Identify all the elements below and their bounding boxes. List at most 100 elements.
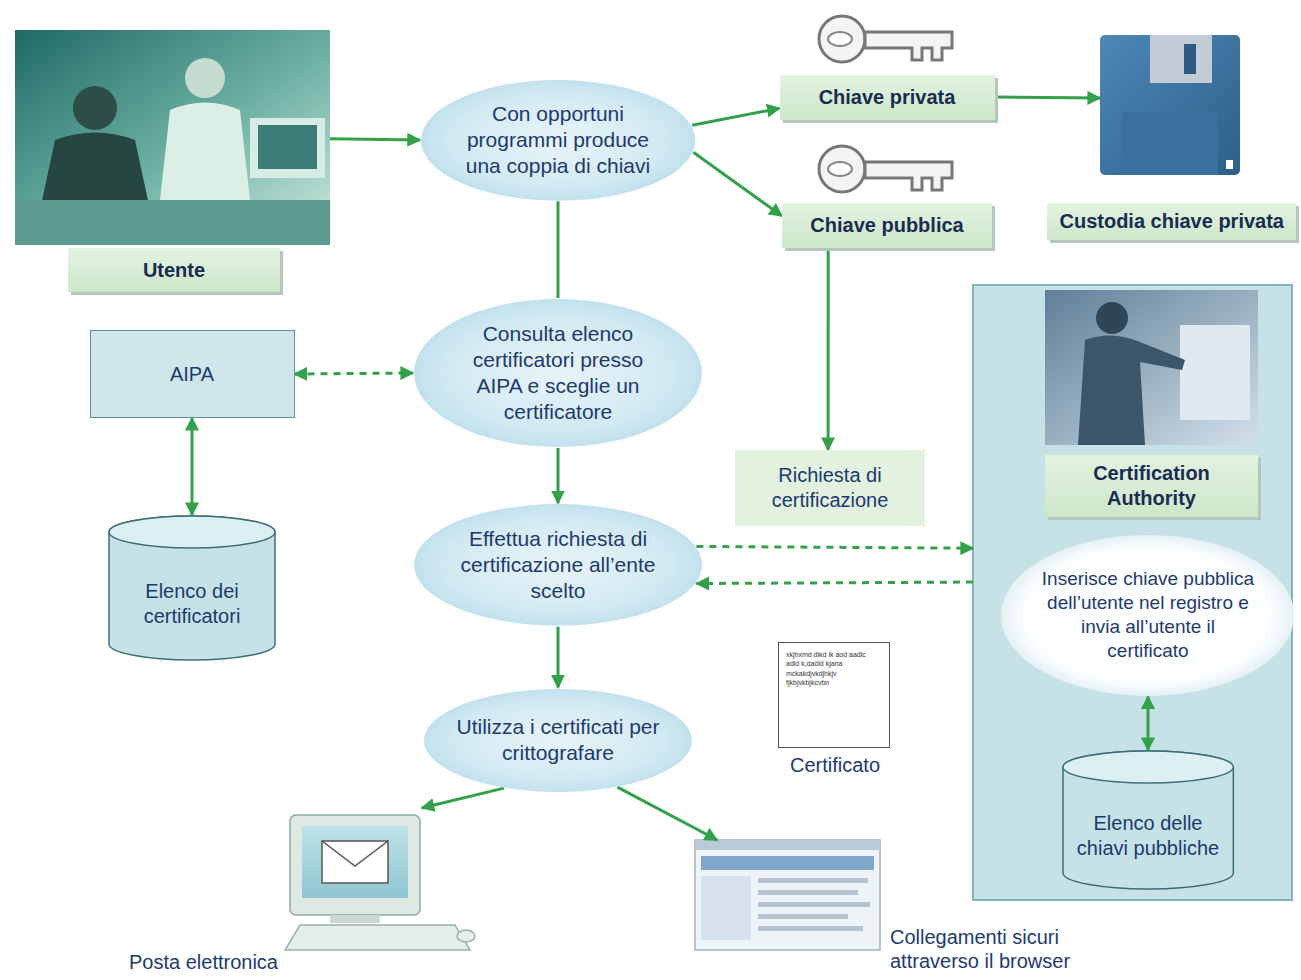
key-label: Chiave privata	[819, 85, 956, 110]
user-label: Utente	[68, 248, 280, 292]
database-cylinder: Elenco dei certificatori	[108, 515, 276, 661]
key-hole	[828, 162, 852, 176]
floppy-disk	[1100, 35, 1240, 175]
screen	[302, 826, 408, 898]
browser-line	[758, 890, 858, 895]
ca-photo	[1045, 290, 1258, 445]
floppy-notch	[1226, 160, 1233, 169]
browser-frame	[695, 840, 880, 950]
key-label: Chiave pubblica	[810, 213, 963, 238]
flow-arrow	[422, 788, 504, 808]
key-shaft	[865, 32, 952, 60]
browser-line	[758, 878, 868, 883]
key-head	[819, 146, 865, 192]
flow-arrow	[692, 108, 779, 125]
panel-heading: Certification Authority	[1045, 455, 1258, 517]
photo-body	[160, 103, 250, 201]
database-text: Elenco dei certificatori	[122, 579, 262, 629]
ellipse-outline	[414, 299, 702, 447]
flow-arrow	[556, 627, 559, 688]
certificate-body: xkjhxmd dikd lk aod aadlc adld k,daöld k…	[786, 650, 878, 688]
box-text: Richiesta di certificazione	[745, 463, 915, 513]
key-icon	[819, 146, 952, 192]
step-text: Utilizza i certificati per crittografare	[451, 714, 666, 767]
ellipse-outline	[421, 80, 695, 201]
dashed-arrow	[295, 373, 414, 374]
step-ellipse: Con opportuni programmi produce una copp…	[420, 79, 696, 202]
browser-figure: Collegamenti sicuri attraverso il browse…	[695, 840, 880, 950]
flow-arrow	[556, 201, 559, 298]
key-box: Chiave pubblica	[782, 203, 992, 248]
ca-head	[1096, 302, 1128, 334]
request-box: Richiesta di certificazione	[735, 450, 925, 526]
computer-icon	[285, 815, 475, 950]
monitor-stand	[330, 915, 380, 923]
ellipse-outline	[424, 689, 692, 792]
shape-outline	[423, 688, 693, 793]
database-text: Elenco delle chiavi pubbliche	[1073, 811, 1223, 861]
key-head	[819, 16, 865, 62]
mouse	[457, 930, 475, 942]
ca-body	[1078, 335, 1185, 445]
step-ellipse: Inserisce chiave pubblica dell’utente ne…	[1000, 534, 1295, 697]
flow-arrow	[617, 787, 717, 840]
user-figure: Utente	[15, 30, 330, 292]
figure-caption: Collegamenti sicuri attraverso il browse…	[890, 925, 1135, 973]
browser-banner	[701, 856, 874, 870]
photo-body	[40, 133, 150, 211]
dashed-arrow	[696, 582, 973, 583]
authority-panel: Inserisce chiave pubblica dell’utente ne…	[973, 285, 1292, 900]
browser-window	[695, 840, 880, 950]
photo-head	[73, 86, 117, 130]
cylinder-top	[109, 516, 275, 548]
photo-screen	[258, 125, 317, 169]
cylinder-outline	[1063, 751, 1233, 889]
key-box: Chiave privata	[780, 75, 995, 120]
step-ellipse: Utilizza i certificati per crittografare	[423, 688, 693, 793]
flow-arrow	[330, 139, 420, 140]
floppy-shutter	[1150, 35, 1212, 83]
envelope	[322, 841, 388, 883]
step-text: Con opportuni programmi produce una copp…	[455, 101, 660, 180]
photo-desk	[15, 200, 330, 245]
envelope-flap	[322, 841, 388, 866]
figure-caption: Posta elettronica	[88, 950, 278, 974]
database-cylinder: Elenco delle chiavi pubbliche	[1062, 750, 1234, 890]
flow-arrow	[827, 248, 830, 451]
keyboard	[285, 925, 470, 950]
browser-bar	[695, 840, 880, 850]
browser-line	[758, 926, 863, 931]
shape-outline	[413, 298, 703, 448]
cylinder-top	[1063, 751, 1233, 783]
flow-arrow	[1146, 696, 1149, 750]
step-ellipse: Effettua richiesta di certificazione all…	[413, 503, 703, 627]
step-text: Consulta elenco certificatori presso AIP…	[453, 321, 663, 426]
cylinder-body	[109, 516, 275, 660]
photo-ground	[15, 30, 330, 245]
email-computer: Posta elettronica	[285, 808, 475, 955]
step-ellipse: Consulta elenco certificatori presso AIP…	[413, 298, 703, 448]
cylinder-body	[1063, 751, 1233, 889]
flow-arrow	[693, 152, 782, 216]
photo-monitor	[250, 118, 325, 178]
monitor	[290, 815, 420, 915]
key-shaft	[865, 162, 952, 190]
browser-line	[758, 902, 870, 907]
storage-disk: Custodia chiave privata	[1100, 35, 1240, 175]
certificate-document: xkjhxmd dikd lk aod aadlc adld k,daöld k…	[778, 642, 890, 748]
flow-arrow	[556, 448, 559, 503]
authority-box: AIPA	[90, 330, 295, 418]
ellipse-outline	[1001, 535, 1294, 696]
storage-label: Custodia chiave privata	[1047, 203, 1296, 240]
browser-line	[758, 914, 848, 919]
shape-outline	[1000, 534, 1295, 697]
photo-head	[185, 58, 225, 98]
cylinder-outline	[109, 516, 275, 660]
browser-menu	[701, 876, 751, 940]
user-photo	[15, 30, 330, 245]
flow-arrow	[191, 418, 194, 515]
step-text: Effettua richiesta di certificazione all…	[458, 526, 658, 605]
key-icon	[819, 16, 952, 62]
floppy-slot	[1184, 44, 1196, 74]
ca-monitor	[1180, 325, 1250, 420]
